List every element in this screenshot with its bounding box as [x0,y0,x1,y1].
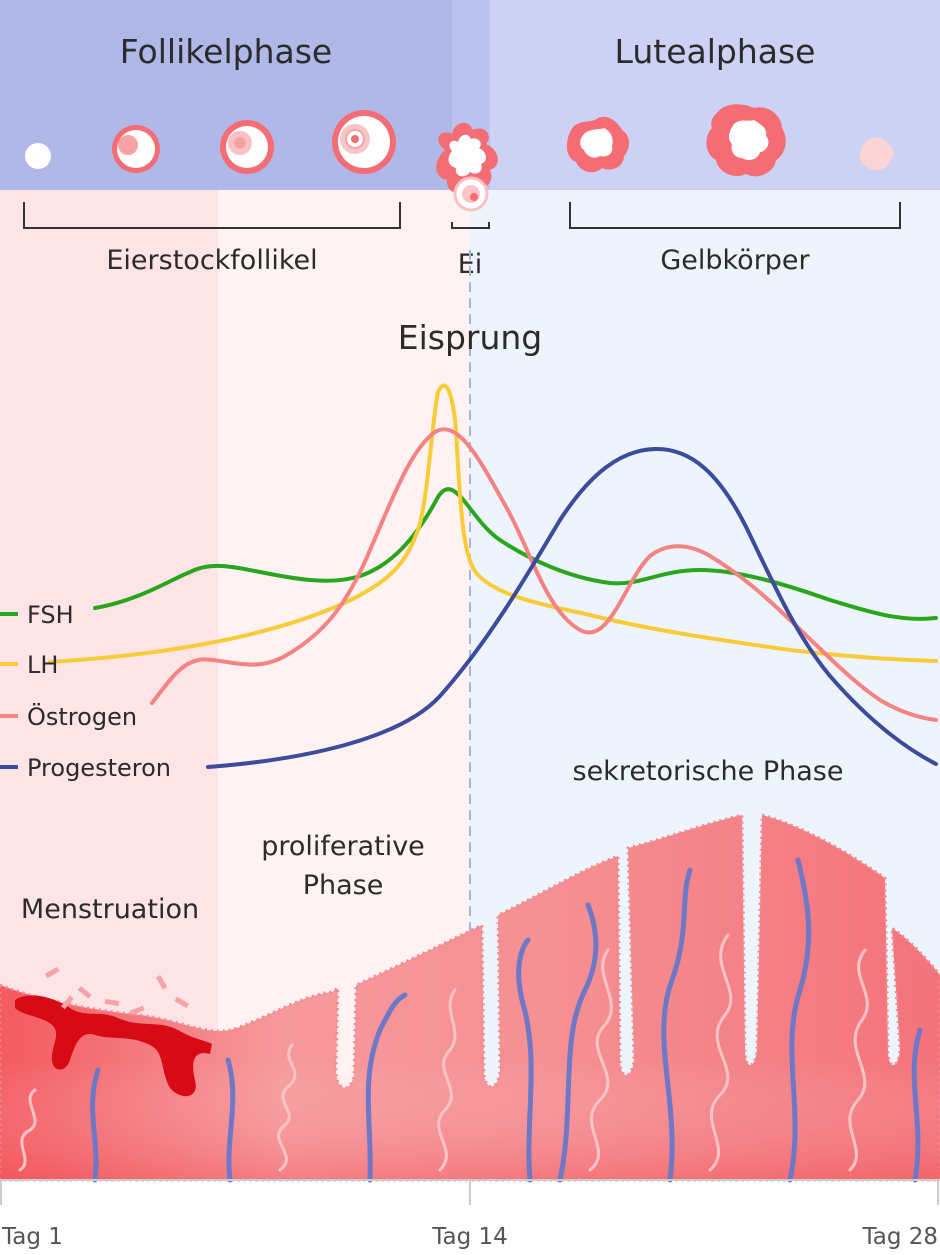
secretory-label: sekretorische Phase [573,756,844,787]
follicles-bracket [23,202,401,229]
primordial-follicle [25,143,51,169]
gland [848,948,869,1172]
luteal-phase-title: Lutealphase [615,32,816,71]
tertiary-follicle [332,110,396,174]
gland [18,1088,37,1172]
hormone-curves [48,383,938,769]
blood-flow [15,995,212,1097]
vessel [90,1067,101,1183]
blood-droplets [44,966,190,1016]
vessel [225,1057,236,1183]
ruptured-follicle [436,122,498,212]
early-corpus-luteum [566,116,629,173]
corpus-albicans [860,137,894,171]
blood-vessels [90,857,923,1183]
legend-lh-label: LH [27,651,58,679]
legend-progesterone-label: Progesteron [27,754,171,782]
vessel [911,1027,923,1183]
corpus-luteum-bracket [569,202,901,229]
estrogen-curve [150,427,938,722]
gland [708,933,733,1172]
proliferative-label-line2: Phase [303,870,384,901]
axis-label-day-28: Tag 28 [861,1224,938,1250]
primary-follicle [112,125,160,173]
corpus-luteum-label: Gelbkörper [660,245,810,276]
endometrium-shading [0,1060,940,1180]
menstrual-blood [15,966,212,1097]
vessel [661,867,693,1183]
endometrium [0,813,940,1183]
droplet [77,985,92,999]
droplet [174,996,190,1009]
vessel [557,902,599,1183]
legend-estrogen-label: Östrogen [27,702,137,731]
droplet [60,995,74,1010]
legend-fsh-label: FSH [27,601,74,629]
gland [588,948,613,1172]
vessel [365,992,408,1183]
gland [437,988,457,1172]
droplet [129,1005,145,1016]
mature-corpus-luteum [706,104,786,177]
droplet [44,966,60,979]
follicles-label: Eierstockfollikel [106,245,317,276]
proliferative-label-line1: proliferative [261,831,425,862]
follicular-phase-title: Follikelphase [120,32,333,71]
vessel [787,857,812,1183]
secondary-follicle [220,120,274,174]
droplet [155,974,168,990]
ovulation-label: Eisprung [398,318,543,357]
follicle-stages [25,104,894,212]
menstruation-label: Menstruation [21,894,199,925]
time-axis: Tag 1 Tag 14 Tag 28 [0,1179,940,1250]
progesterone-curve [206,446,938,769]
droplet [104,998,120,1007]
legend: FSH LH Östrogen Progesteron [0,601,171,782]
gland [277,1043,297,1172]
axis-label-day-1: Tag 1 [1,1224,63,1250]
glands [18,933,869,1172]
egg-bracket [451,222,490,229]
vessel [516,937,534,1183]
axis-label-day-14: Tag 14 [431,1224,508,1250]
